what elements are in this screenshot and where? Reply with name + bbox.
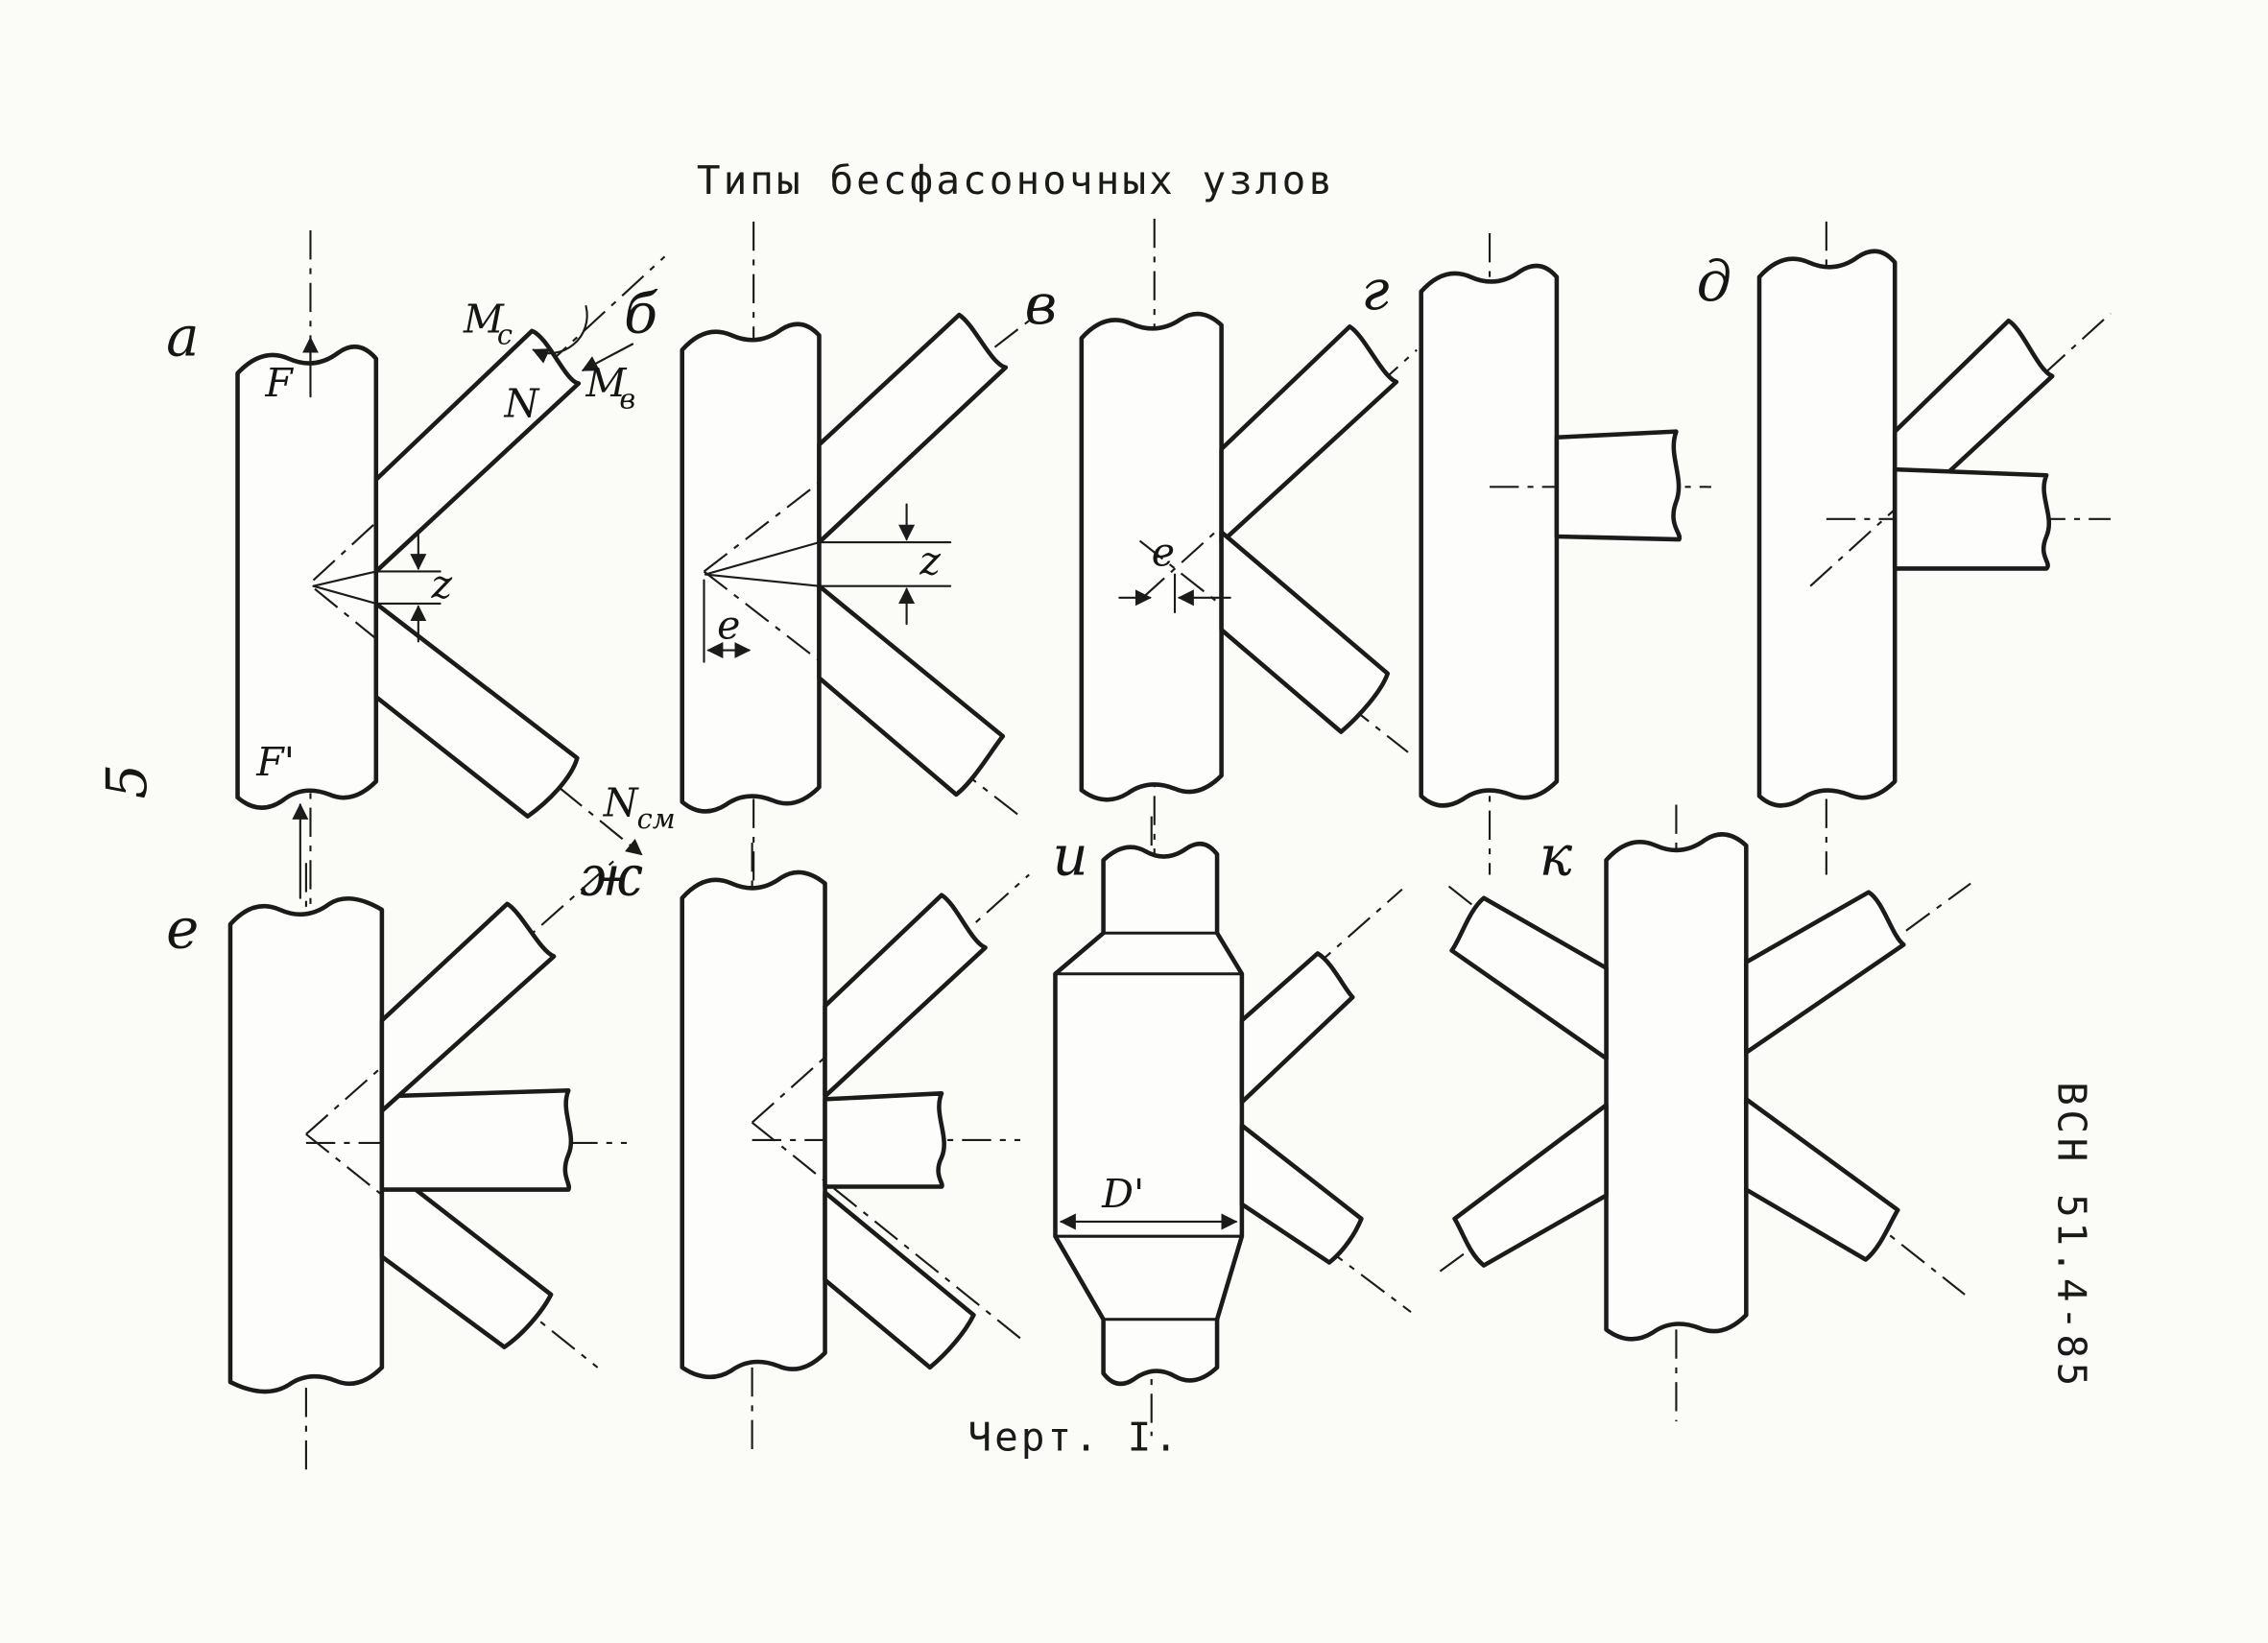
panel-b-label: б: [624, 280, 658, 345]
panel-e: е: [166, 856, 628, 1470]
lower-brace: [379, 1160, 554, 1349]
upper-brace: [1239, 951, 1355, 1105]
moment-mc-subscript: с: [497, 318, 513, 350]
eccentricity-e-label: e: [717, 602, 740, 648]
horizontal-brace: [823, 1091, 946, 1189]
moment-mv-arrow: [581, 343, 634, 371]
panel-a-label: а: [166, 304, 199, 369]
gap-z-label: z: [431, 561, 453, 607]
chord: [680, 321, 822, 814]
lower-brace-axis: [751, 1121, 1021, 1340]
panel-i: и D': [1052, 816, 1412, 1437]
upper-brace-axis: [305, 856, 619, 1135]
upper-brace: [823, 893, 988, 1099]
lower-brace: [817, 583, 1006, 798]
gap-z-label: z: [919, 538, 941, 584]
force-f-prime-label: F': [255, 739, 295, 785]
lower-left-brace: [1452, 1103, 1609, 1268]
panel-g: г: [1361, 233, 1711, 875]
moment-mv-label: M: [585, 360, 627, 406]
construction-line: [704, 541, 821, 576]
lower-brace: [373, 601, 580, 819]
panel-b: б e z: [624, 221, 1030, 904]
panel-v: в e: [1025, 218, 1418, 893]
panel-g-label: г: [1361, 257, 1389, 322]
horizontal-brace: [379, 1087, 574, 1192]
diameter-d-label: D': [1101, 1171, 1144, 1217]
panel-d: д: [1697, 221, 2112, 875]
lower-brace: [823, 1190, 976, 1370]
figure-title: Типы бесфасоночных узлов: [697, 157, 1335, 203]
lower-brace-axis: [305, 1133, 599, 1369]
moment-mc-label: M: [463, 296, 505, 342]
panel-d-label: д: [1697, 249, 1732, 314]
lower-brace: [1239, 1123, 1364, 1265]
construction-line: [312, 584, 377, 605]
moment-mv-subscript: в: [619, 382, 635, 415]
panel-a: а F F' M с M в N N см z: [166, 230, 676, 907]
upper-brace: [379, 901, 557, 1113]
panel-zh-label: ж: [580, 844, 643, 909]
moment-mc-arrow: [532, 304, 588, 364]
construction-line: [312, 570, 377, 587]
chord: [1079, 311, 1224, 802]
force-n-label: N: [503, 380, 540, 426]
panel-zh: ж: [580, 843, 1030, 1459]
construction-line: [704, 573, 821, 587]
upper-brace: [1219, 323, 1399, 545]
chord: [1419, 263, 1560, 808]
chord: [1756, 249, 1898, 808]
force-f-label: F: [264, 360, 294, 406]
horizontal-brace: [1554, 429, 1683, 542]
panel-k-label: к: [1540, 822, 1573, 888]
upper-right-brace: [1744, 890, 1906, 1056]
diagonal-brace-axis: [1809, 312, 2112, 587]
lower-right-brace: [1744, 1097, 1900, 1262]
margin-mark: 5: [94, 764, 159, 799]
eccentricity-e-label: e: [1152, 529, 1175, 575]
horizontal-brace: [1892, 466, 2052, 571]
panel-i-label: и: [1052, 822, 1087, 888]
panel-e-label: е: [166, 895, 199, 961]
force-ncm-subscript: см: [637, 802, 676, 835]
force-ncm-label: N: [603, 780, 640, 826]
panel-k: к: [1439, 804, 1971, 1422]
figure-caption: Черт. I.: [967, 1414, 1181, 1460]
lower-brace: [1219, 530, 1391, 734]
chord-insert: [1053, 841, 1245, 1387]
standard-stamp: ВСН 51.4-85: [2048, 1082, 2094, 1391]
upper-brace: [817, 312, 1009, 545]
upper-brace: [373, 328, 582, 574]
chord: [1604, 832, 1749, 1342]
panel-v-label: в: [1025, 272, 1058, 337]
chord: [235, 345, 379, 810]
chord: [227, 895, 385, 1394]
upper-left-brace: [1449, 895, 1609, 1061]
